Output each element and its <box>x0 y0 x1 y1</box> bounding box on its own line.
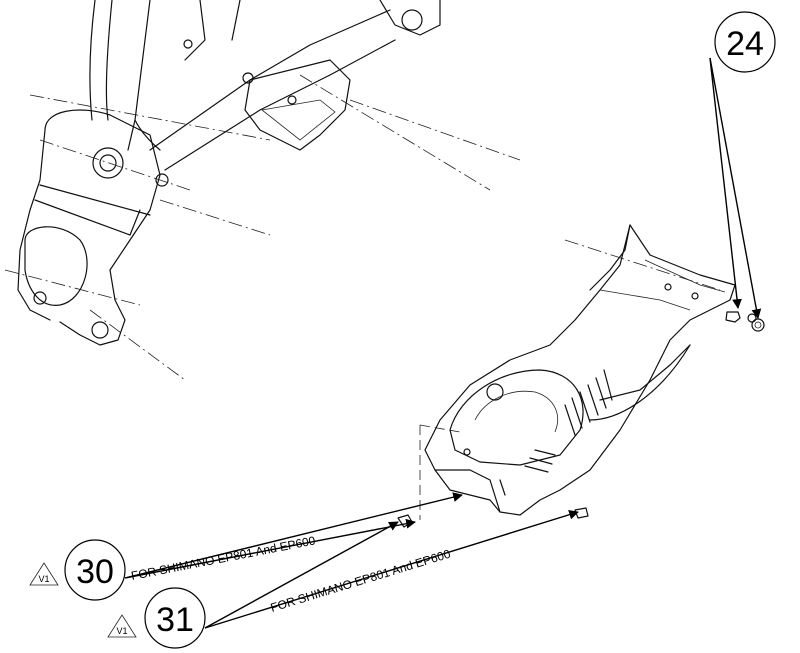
revision-triangle-31 <box>107 614 137 638</box>
callout-30-number: 30 <box>76 553 114 591</box>
bike-frame <box>17 0 441 346</box>
hardware-parts <box>397 311 765 528</box>
construction-lines <box>4 74 721 520</box>
revision-label-30: V1 <box>38 574 49 584</box>
callout-24-number: 24 <box>726 25 764 63</box>
callout-31-number: 31 <box>156 601 194 639</box>
revision-triangle-30 <box>29 562 59 586</box>
callout-31-note: FOR SHIMANO EP801 And EP600 <box>269 547 453 615</box>
skid-plate-guard <box>424 224 736 516</box>
leader-lines <box>124 57 762 629</box>
callout-24: 24 <box>714 11 776 73</box>
callout-31: 31 V1 FOR SHIMANO EP801 And EP600 <box>107 547 453 649</box>
revision-label-31: V1 <box>116 626 127 636</box>
callout-30-note: FOR SHIMANO EP801 And EP600 <box>130 533 317 583</box>
